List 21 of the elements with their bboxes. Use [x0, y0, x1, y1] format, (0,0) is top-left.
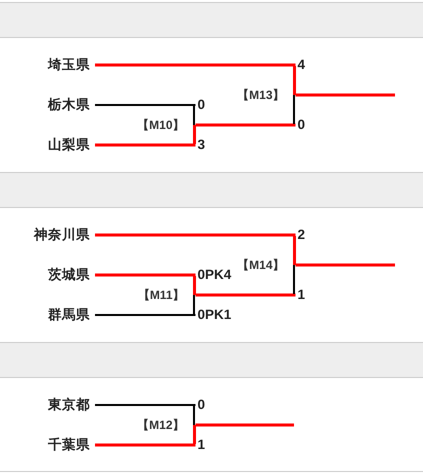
bracket-line — [196, 424, 294, 426]
bracket-line — [95, 104, 196, 106]
team-name: 群馬県 — [48, 307, 90, 323]
team-name: 茨城県 — [48, 267, 90, 283]
bracket-line — [196, 294, 296, 296]
team-name: 栃木県 — [48, 97, 90, 113]
bracket-line — [95, 274, 196, 276]
bracket-line — [95, 144, 196, 146]
bracket-line — [296, 264, 395, 266]
bracket-line — [95, 234, 296, 236]
team-name: 山梨県 — [48, 137, 90, 153]
bracket-line — [95, 64, 296, 66]
bracket-line — [296, 94, 395, 96]
team-name: 東京都 — [48, 397, 90, 413]
bracket-line — [95, 444, 196, 446]
bracket-line — [95, 404, 196, 406]
team-name: 神奈川県 — [34, 227, 90, 243]
team-name: 千葉県 — [48, 437, 90, 453]
team-name: 埼玉県 — [48, 57, 90, 73]
bracket-line — [196, 124, 296, 126]
bracket-line — [95, 314, 196, 316]
